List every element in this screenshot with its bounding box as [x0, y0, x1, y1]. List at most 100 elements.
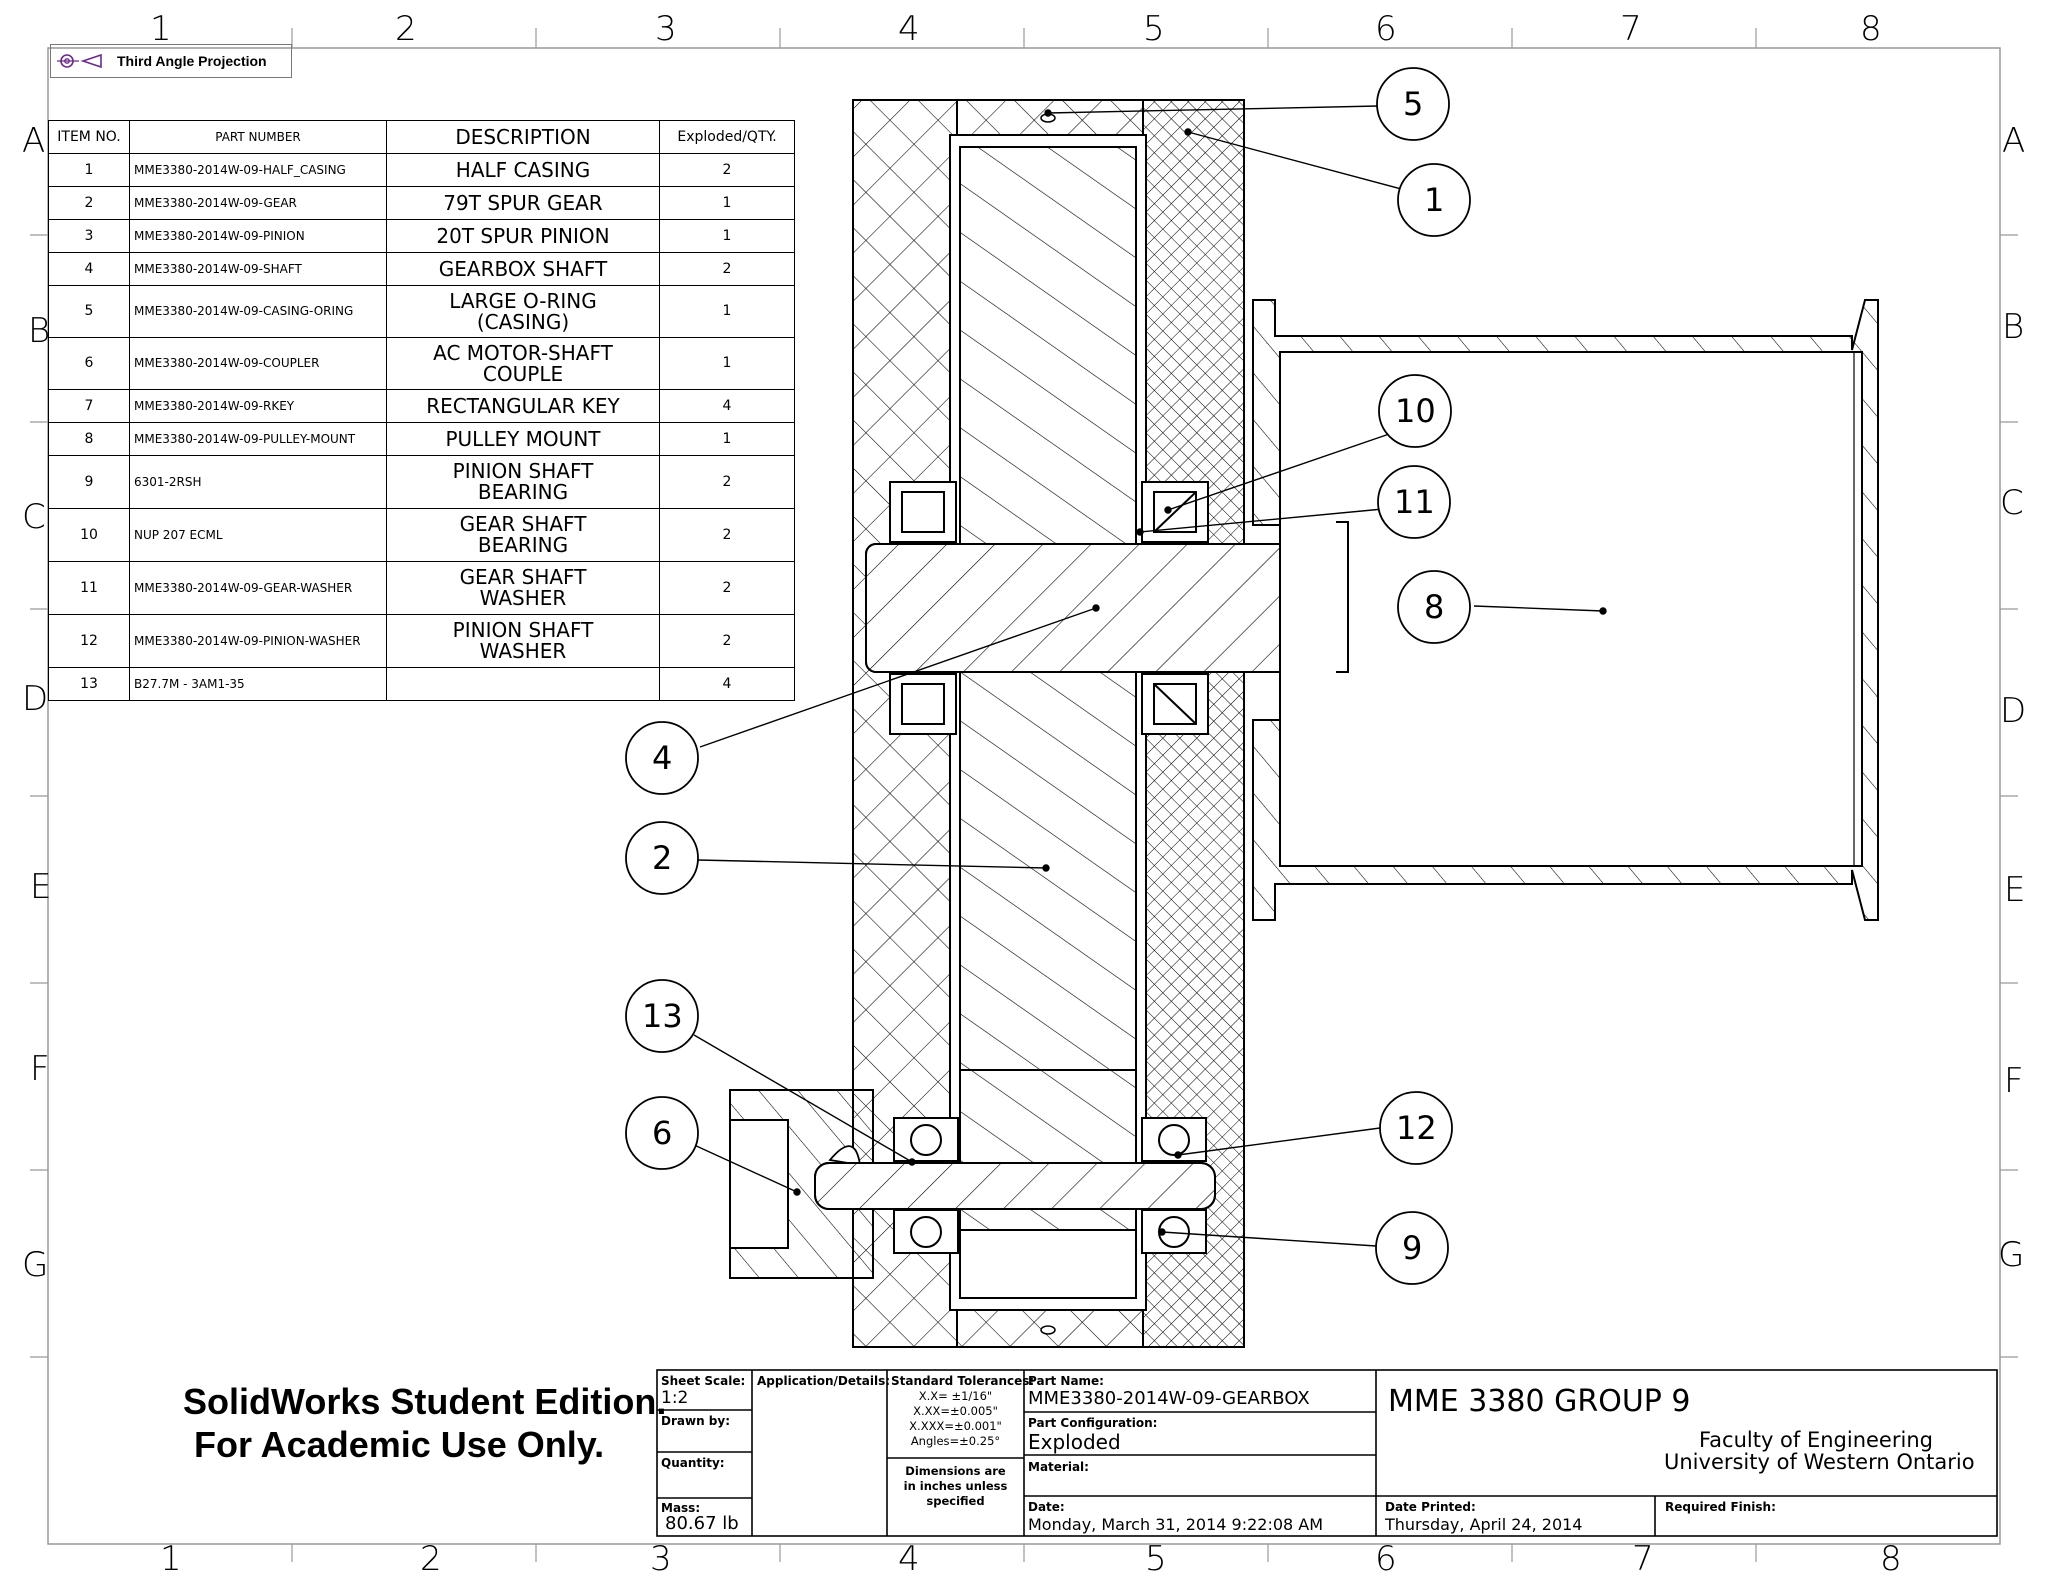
balloon-9: 9	[1402, 1229, 1423, 1267]
sheet-scale-label: Sheet Scale:	[661, 1374, 746, 1388]
zone-col-2-bottom: 2	[420, 1539, 442, 1579]
required-finish-label: Required Finish:	[1665, 1500, 1776, 1514]
dims-note-1: Dimensions are	[905, 1464, 1006, 1478]
zone-row-e: E	[30, 867, 52, 907]
zone-row-c-right: C	[2000, 483, 2024, 523]
gear-shaft-bearings	[889, 481, 1209, 735]
balloon-1-circle	[1397, 163, 1471, 237]
section-view	[729, 99, 1879, 1348]
zone-col-7: 7	[1620, 9, 1642, 49]
zone-row-g: G	[22, 1245, 49, 1285]
dims-note-2: in inches unless	[903, 1478, 1008, 1493]
balloon-8-circle	[1397, 570, 1471, 644]
bom-qty: 4	[659, 389, 795, 423]
bom-header-item: ITEM NO.	[48, 120, 130, 154]
bom-item: 8	[48, 422, 130, 456]
bom-description: GEAR SHAFT WASHER	[386, 561, 660, 615]
group-name: MME 3380 GROUP 9	[1388, 1384, 1691, 1419]
application-label: Application/Details:	[757, 1374, 891, 1388]
bom-part-number: MME3380-2014W-09-GEAR	[129, 186, 387, 220]
zone-ticks	[30, 28, 2018, 1562]
zone-row-g-right: G	[1998, 1235, 2025, 1275]
part-name: MME3380-2014W-09-GEARBOX	[1028, 1388, 1310, 1409]
balloon-12-circle	[1379, 1091, 1453, 1165]
balloon-1: 1	[1424, 181, 1445, 219]
bom-item: 12	[48, 614, 130, 668]
mass-value: 80.67 lb	[665, 1513, 739, 1534]
balloon-10-circle	[1378, 374, 1452, 448]
bom-qty: 1	[659, 285, 795, 338]
balloon-8: 8	[1424, 588, 1445, 626]
watermark-line-1: SolidWorks Student Edition.	[183, 1381, 667, 1422]
balloon-2: 2	[652, 839, 673, 877]
zone-col-8-bottom: 8	[1880, 1539, 1902, 1579]
watermark-line-2: For Academic Use Only.	[194, 1424, 605, 1465]
bom-qty: 2	[659, 153, 795, 187]
part-config: Exploded	[1028, 1430, 1121, 1454]
bom-qty: 2	[659, 508, 795, 562]
zone-col-6: 6	[1375, 9, 1397, 49]
bom-item: 4	[48, 252, 130, 286]
balloon-11-circle	[1377, 465, 1451, 539]
university-name: University of Western Ontario	[1664, 1450, 1975, 1474]
bom-part-number: 6301-2RSH	[129, 455, 387, 509]
balloon-12: 12	[1396, 1109, 1437, 1147]
zone-col-6-bottom: 6	[1375, 1539, 1397, 1579]
zone-col-7-bottom: 7	[1632, 1539, 1654, 1579]
zone-row-b-right: B	[2002, 307, 2025, 347]
bom-part-number: MME3380-2014W-09-PINION	[129, 219, 387, 253]
bom-item: 10	[48, 508, 130, 562]
bom-part-number: MME3380-2014W-09-SHAFT	[129, 252, 387, 286]
balloon-6: 6	[652, 1114, 673, 1152]
bom-description: 20T SPUR PINION	[386, 219, 660, 253]
date-label: Date:	[1028, 1500, 1065, 1514]
zone-col-1-bottom: 1	[160, 1539, 182, 1579]
balloon-9-circle	[1375, 1211, 1449, 1285]
bom-qty: 1	[659, 337, 795, 390]
bom-item: 3	[48, 219, 130, 253]
balloon-10: 10	[1395, 392, 1436, 430]
bom-part-number: B27.7M - 3AM1-35	[129, 667, 387, 701]
bom-part-number: MME3380-2014W-09-CASING-ORING	[129, 285, 387, 338]
projection-label: Third Angle Projection	[117, 53, 267, 69]
balloon-5-circle	[1376, 67, 1450, 141]
balloons	[625, 67, 1471, 1285]
balloon-4: 4	[652, 739, 673, 777]
zone-row-e-right: E	[2004, 870, 2026, 910]
bom-header-qty: Exploded/QTY.	[659, 120, 795, 154]
date-printed-label: Date Printed:	[1385, 1500, 1476, 1514]
bom-qty: 1	[659, 219, 795, 253]
zone-row-d: D	[22, 679, 49, 719]
quantity-label: Quantity:	[661, 1456, 725, 1470]
zone-row-a: A	[22, 121, 46, 161]
bom-part-number: NUP 207 ECML	[129, 508, 387, 562]
zone-col-4-bottom: 4	[898, 1539, 920, 1579]
bom-part-number: MME3380-2014W-09-RKEY	[129, 389, 387, 423]
bom-part-number: MME3380-2014W-09-GEAR-WASHER	[129, 561, 387, 615]
zone-row-f: F	[30, 1049, 50, 1089]
tolerance-2: X.XX=±0.005"	[913, 1403, 998, 1418]
bom-qty: 1	[659, 422, 795, 456]
bom-item: 13	[48, 667, 130, 701]
std-tolerances-label: Standard Tolerances:	[891, 1374, 1035, 1388]
bom-description: HALF CASING	[386, 153, 660, 187]
zone-col-3: 3	[655, 9, 677, 49]
o-ring-markers	[1040, 113, 1056, 1335]
tolerance-3: X.XXX=±0.001"	[909, 1418, 1002, 1433]
pinion-shaft-bearings	[893, 1117, 1207, 1254]
bom-item: 6	[48, 337, 130, 390]
mass-label: Mass:	[661, 1501, 701, 1515]
zone-row-f-right: F	[2004, 1061, 2024, 1101]
bom-description	[386, 667, 660, 701]
bom-part-number: MME3380-2014W-09-COUPLER	[129, 337, 387, 390]
tolerance-1: X.X= ±1/16"	[918, 1389, 993, 1403]
